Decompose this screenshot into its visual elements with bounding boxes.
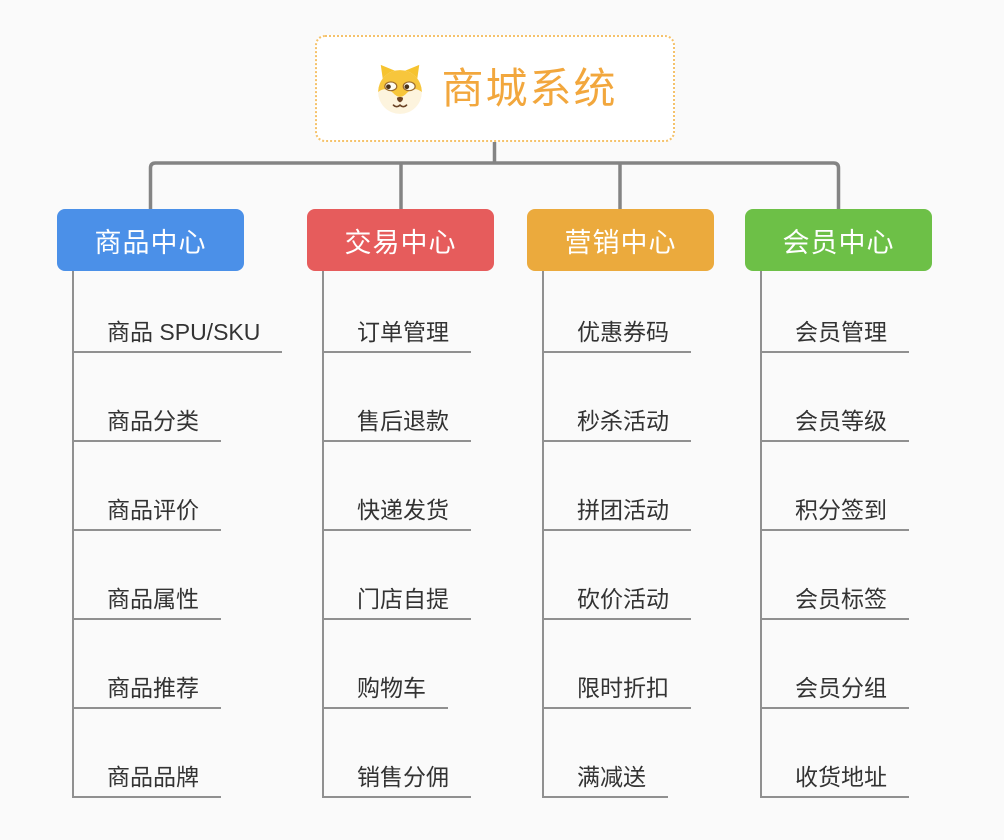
leaf-topic[interactable]: 商品推荐	[74, 674, 221, 709]
leaf-topic[interactable]: 收货地址	[762, 763, 909, 798]
leaf-topic[interactable]: 会员管理	[762, 318, 909, 353]
leaf-topic[interactable]: 商品评价	[74, 496, 221, 531]
branch-node-product-center[interactable]: 商品中心	[57, 209, 244, 271]
leaf-topic[interactable]: 商品品牌	[74, 763, 221, 798]
leaf-topic[interactable]: 会员标签	[762, 585, 909, 620]
root-topic[interactable]: 商城系统	[315, 35, 675, 142]
leaf-topic[interactable]: 秒杀活动	[544, 407, 691, 442]
branch-children-member-center: 会员管理 会员等级 积分签到 会员标签 会员分组 收货地址	[760, 271, 990, 798]
connector-bus	[148, 161, 841, 209]
branch-children-product-center: 商品 SPU/SKU 商品分类 商品评价 商品属性 商品推荐 商品品牌	[72, 271, 302, 798]
branch-label: 交易中心	[344, 227, 457, 258]
branch-node-trade-center[interactable]: 交易中心	[307, 209, 494, 271]
leaf-topic[interactable]: 会员等级	[762, 407, 909, 442]
leaf-topic[interactable]: 商品 SPU/SKU	[74, 318, 283, 353]
leaf-topic[interactable]: 门店自提	[324, 585, 471, 620]
branch-label: 营销中心	[564, 227, 677, 258]
branch-label: 会员中心	[782, 227, 895, 258]
branch-children-trade-center: 订单管理 售后退款 快递发货 门店自提 购物车 销售分佣	[322, 271, 552, 798]
leaf-topic[interactable]: 积分签到	[762, 496, 909, 531]
branch-node-member-center[interactable]: 会员中心	[745, 209, 932, 271]
branch-children-marketing-center: 优惠券码 秒杀活动 拼团活动 砍价活动 限时折扣 满减送	[542, 271, 772, 798]
leaf-topic[interactable]: 拼团活动	[544, 496, 691, 531]
branch-node-marketing-center[interactable]: 营销中心	[527, 209, 714, 271]
leaf-topic[interactable]: 销售分佣	[324, 763, 471, 798]
leaf-topic[interactable]: 订单管理	[324, 318, 471, 353]
leaf-topic[interactable]: 购物车	[324, 674, 448, 709]
leaf-topic[interactable]: 满减送	[544, 763, 668, 798]
leaf-topic[interactable]: 限时折扣	[544, 674, 691, 709]
leaf-topic[interactable]: 售后退款	[324, 407, 471, 442]
root-topic-title: 商城系统	[441, 64, 618, 112]
leaf-topic[interactable]: 快递发货	[324, 496, 471, 531]
branch-label: 商品中心	[94, 227, 207, 258]
shiba-dog-face-icon	[378, 64, 423, 114]
leaf-topic[interactable]: 会员分组	[762, 674, 909, 709]
leaf-topic[interactable]: 优惠券码	[544, 318, 691, 353]
leaf-topic[interactable]: 商品属性	[74, 585, 221, 620]
leaf-topic[interactable]: 商品分类	[74, 407, 221, 442]
leaf-topic[interactable]: 砍价活动	[544, 585, 691, 620]
